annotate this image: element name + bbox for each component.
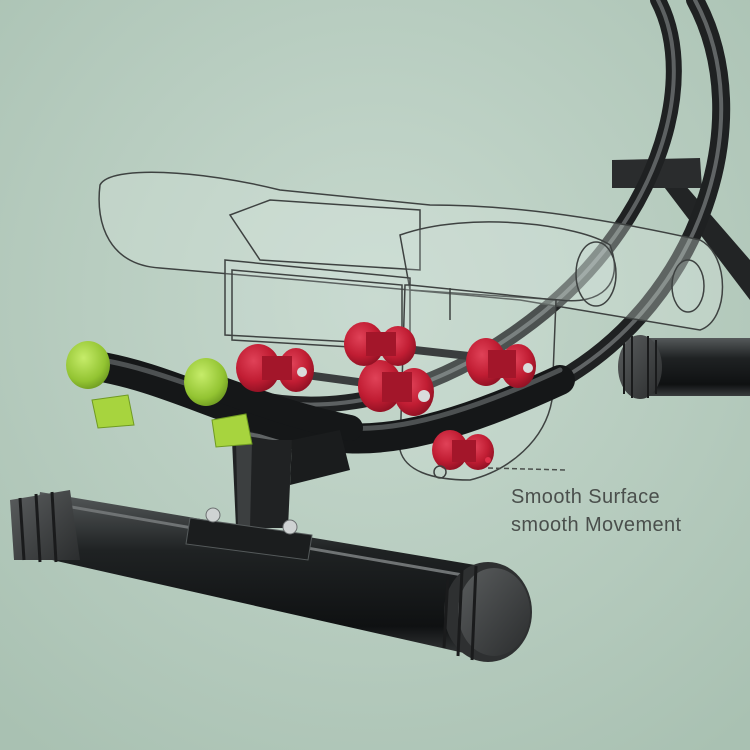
roller-front-right — [358, 360, 434, 416]
center-post — [232, 430, 350, 528]
seat-outline — [98, 171, 724, 481]
roller-rear-right — [466, 338, 536, 388]
roller-rear-left — [344, 322, 416, 366]
roller-front-left — [236, 344, 314, 392]
annotation-line-2: smooth Movement — [511, 514, 682, 536]
front-foot-tube — [10, 490, 532, 662]
rear-foot-tube — [618, 335, 750, 399]
annotation-line-1: Smooth Surface — [511, 486, 661, 508]
knob-left — [66, 341, 135, 429]
knob-right — [184, 358, 253, 448]
pointer-dot-icon — [485, 457, 491, 463]
callout-pointer — [485, 457, 567, 471]
